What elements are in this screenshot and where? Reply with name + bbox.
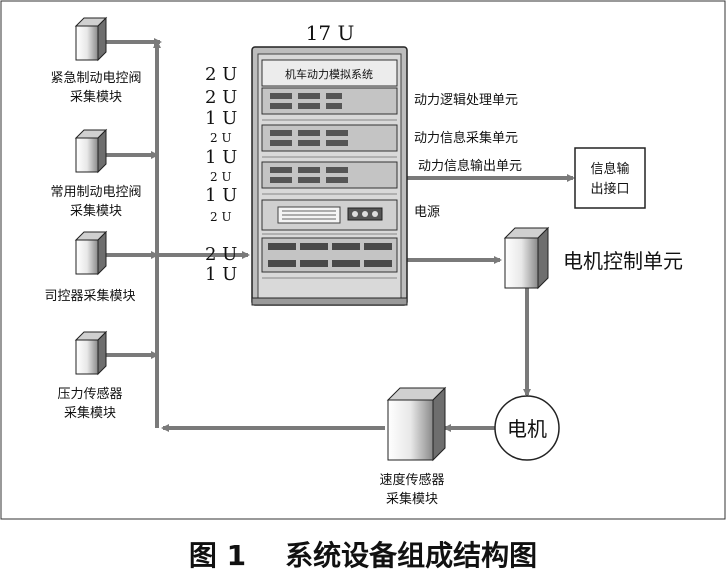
motor-circle — [494, 395, 560, 461]
u-label: 2 U — [205, 244, 237, 265]
rack-title-panel — [261, 59, 398, 87]
u-label: 2 U — [210, 131, 232, 145]
emergency-brake-label-1: 紧急制动电控阀 — [50, 71, 141, 86]
service-brake-label-2: 采集模块 — [70, 203, 122, 219]
driver-controller-label: 司控器采集模块 — [44, 288, 135, 304]
rack-u-labels: 2 U 2 U 1 U 2 U 1 U 2 U 1 U 2 U 2 U 1 U — [205, 64, 237, 285]
emergency-brake-box — [74, 16, 108, 62]
speed-sensor-label-2: 采集模块 — [386, 491, 438, 507]
u-label: 1 U — [205, 185, 237, 206]
pressure-sensor-label-1: 压力传感器 — [57, 386, 122, 402]
rack-total-label: 17 U — [306, 21, 355, 45]
rack-cabinet — [251, 46, 408, 306]
rack-logic-slot — [261, 87, 398, 115]
info-port-label-2: 出接口 — [590, 181, 629, 197]
motor-control-box — [503, 226, 550, 290]
info-port-box — [574, 147, 646, 209]
speed-sensor-box — [386, 386, 447, 462]
figure-caption: 图 1 系统设备组成结构图 — [189, 539, 537, 572]
pressure-sensor-label-2: 采集模块 — [64, 405, 116, 421]
motor-label: 电机 — [507, 417, 547, 441]
rack-acquisition-slot — [261, 124, 398, 152]
rack-panel-title: 机车动力模拟系统 — [285, 67, 373, 81]
acquisition-unit-label: 动力信息采集单元 — [414, 130, 518, 146]
motor-control-label: 电机控制单元 — [563, 249, 683, 273]
service-brake-box — [74, 128, 108, 174]
pressure-sensor-box — [74, 330, 108, 376]
figure-border — [0, 0, 726, 520]
output-unit-label: 动力信息输出单元 — [418, 158, 522, 174]
u-label: 2 U — [210, 210, 232, 224]
u-label: 1 U — [205, 108, 237, 129]
info-port-label-1: 信息输 — [590, 161, 629, 177]
u-label: 2 U — [205, 87, 237, 108]
u-label: 2 U — [205, 64, 237, 85]
u-label: 1 U — [205, 147, 237, 168]
speed-sensor-label-1: 速度传感器 — [379, 472, 444, 488]
emergency-brake-label-2: 采集模块 — [70, 89, 122, 105]
logic-unit-label: 动力逻辑处理单元 — [414, 93, 518, 108]
rack-output-slot — [261, 161, 398, 189]
bus-lines — [100, 38, 575, 432]
driver-controller-box — [74, 230, 108, 276]
service-brake-label-1: 常用制动电控阀 — [50, 185, 141, 200]
power-label: 电源 — [414, 205, 440, 220]
u-label: 1 U — [205, 264, 237, 285]
u-label: 2 U — [210, 170, 232, 184]
